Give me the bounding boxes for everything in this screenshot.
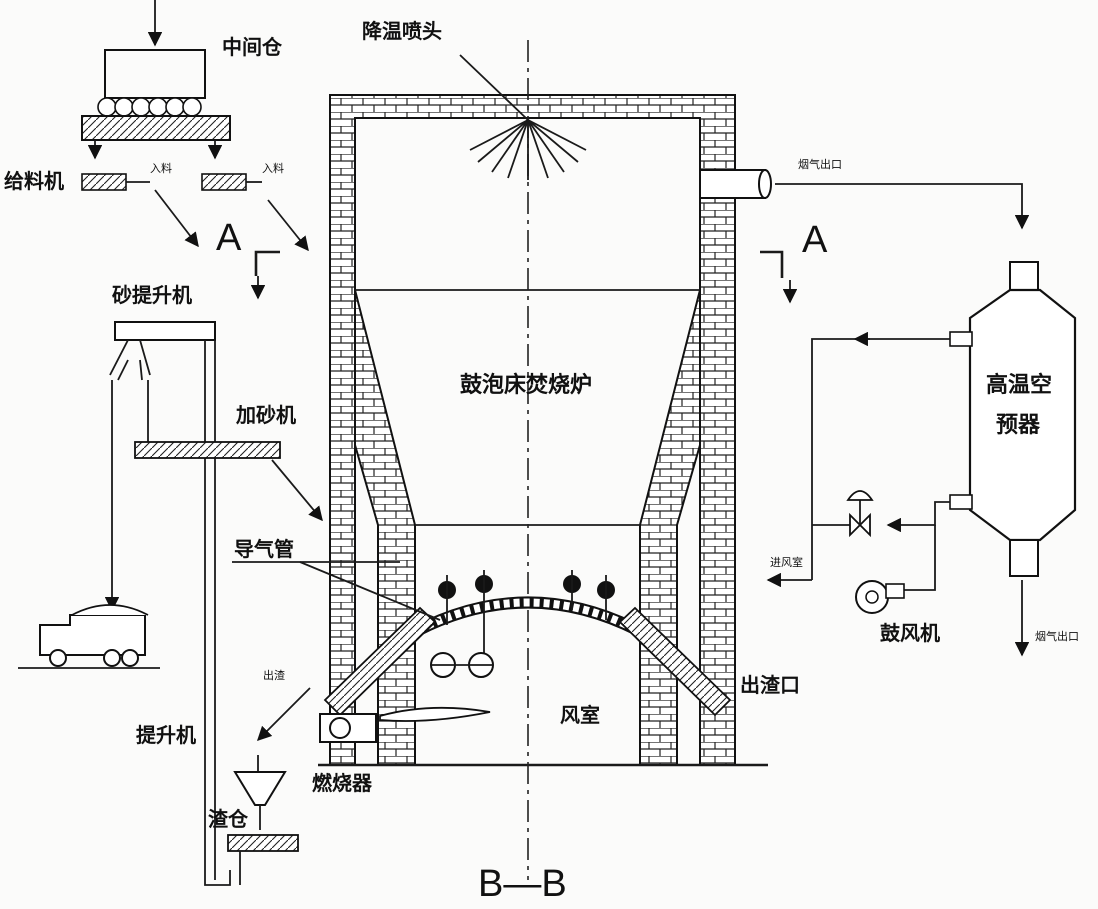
burner <box>319 706 491 743</box>
label-elevator: 提升机 <box>136 723 196 747</box>
label-flue-outlet-bottom: 烟气出口 <box>1035 629 1079 643</box>
label-section-bb: B—B <box>478 863 567 905</box>
guide-pipe-leader-2 <box>299 561 441 621</box>
label-flue-outlet-top: 烟气出口 <box>798 157 842 171</box>
label-middle-bin: 中间仓 <box>222 35 283 59</box>
flue-outlet-pipe <box>699 169 1030 230</box>
feed-system <box>81 0 798 304</box>
label-to-wind-chamber: 进风室 <box>770 555 803 569</box>
label-blower: 鼓风机 <box>880 621 940 645</box>
label-section-a-right: A <box>802 219 828 261</box>
label-slag-out: 出渣 <box>263 668 285 682</box>
spray-head <box>459 54 587 180</box>
sand-system <box>104 321 323 886</box>
slag-chutes <box>323 606 732 717</box>
label-guide-pipe: 导气管 <box>234 537 294 561</box>
label-spray-head: 降温喷头 <box>362 19 442 43</box>
label-burner: 燃烧器 <box>312 771 373 795</box>
label-preheater-1: 高温空 <box>986 372 1052 398</box>
label-section-a-left: A <box>216 217 242 259</box>
blower-icon <box>855 580 889 614</box>
label-wind-chamber: 风室 <box>560 703 600 727</box>
label-slag-bin: 渣仓 <box>208 807 249 831</box>
label-feeder: 给料机 <box>4 169 64 193</box>
label-sand-elevator: 砂提升机 <box>112 283 192 307</box>
truck-icon <box>18 604 160 669</box>
label-feed-in-1: 入料 <box>150 161 172 175</box>
air-piping <box>766 331 950 614</box>
air-preheater <box>949 261 1077 657</box>
label-preheater-2: 预器 <box>996 413 1041 438</box>
label-sand-adder: 加砂机 <box>235 403 296 427</box>
label-furnace: 鼓泡床焚烧炉 <box>460 372 592 398</box>
label-feed-in-2: 入料 <box>262 161 284 175</box>
slag-bin <box>227 687 311 885</box>
label-slag-outlet: 出渣口 <box>740 673 800 697</box>
